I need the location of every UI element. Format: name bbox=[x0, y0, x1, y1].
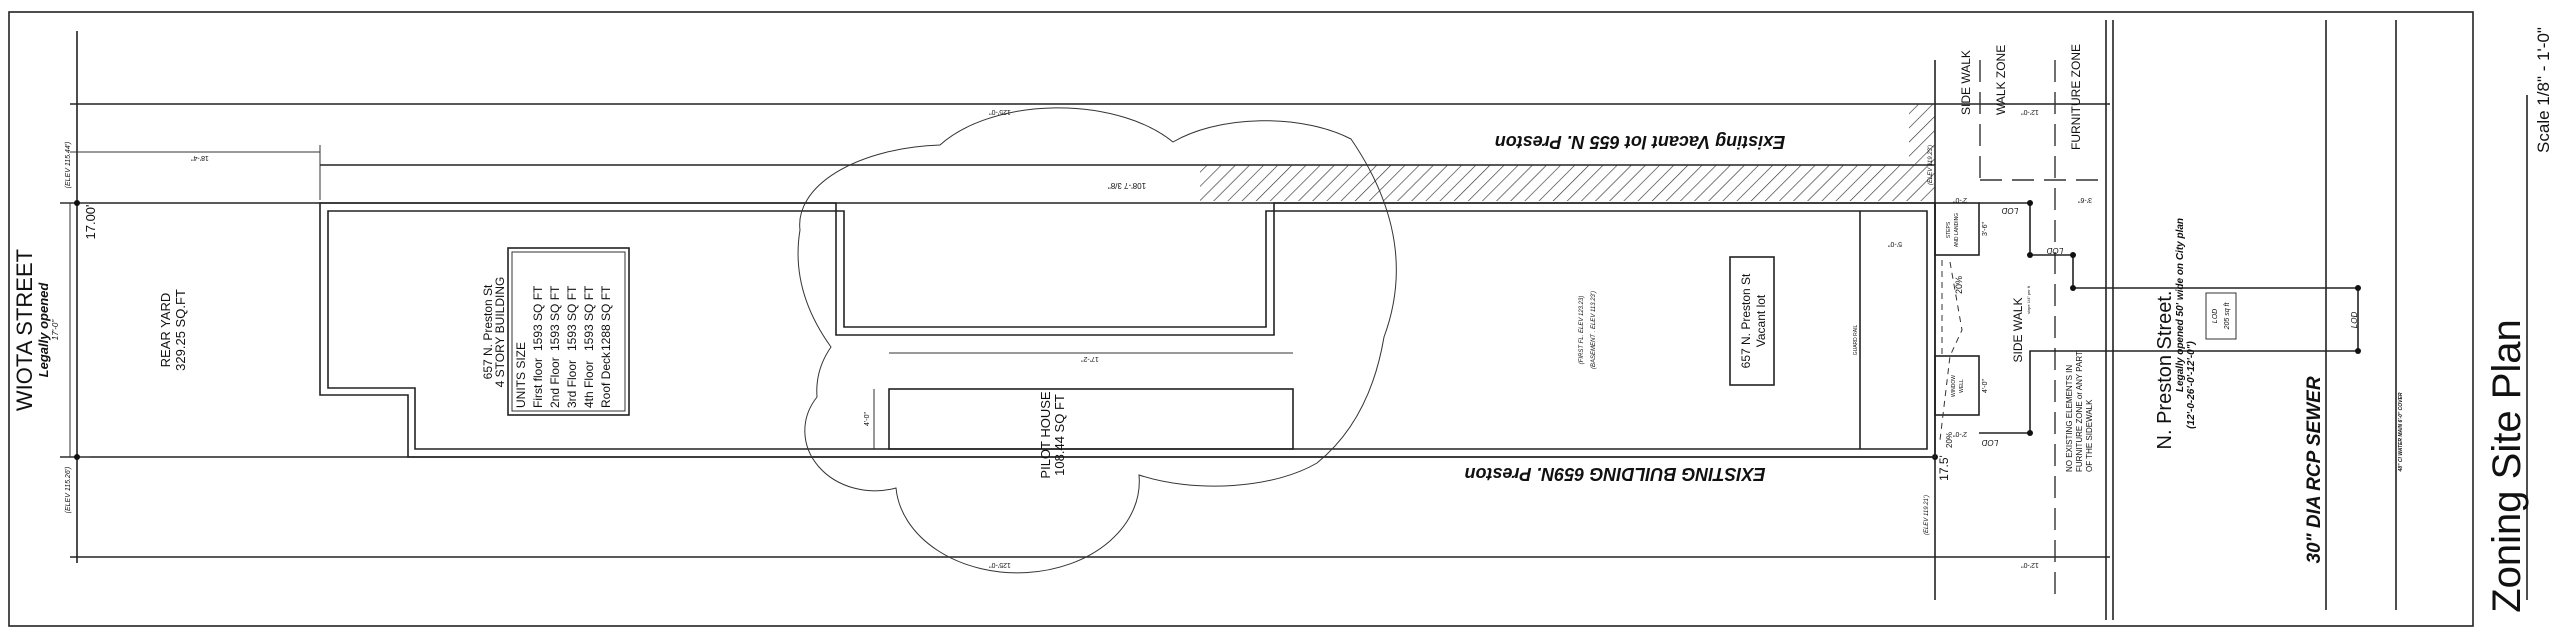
lod-label-street: LOD bbox=[2350, 312, 2359, 329]
sidewalk-note-1: NO EXISTING ELEMENTS IN bbox=[2065, 365, 2074, 472]
window-label: WINDOW bbox=[1951, 375, 1957, 397]
lot-lines bbox=[60, 20, 2397, 620]
walk-zone-label: WALK ZONE bbox=[1994, 45, 2008, 115]
steps-len-dim: 3'-6" bbox=[1982, 222, 1989, 236]
side-walk-zone-label: SIDE WALK bbox=[1959, 50, 1973, 115]
lod-label-top: LOD bbox=[2002, 206, 2019, 215]
steps-landing bbox=[1934, 202, 1980, 256]
preston-street-breakdown: (12'-0-26'-0'-12'-0") bbox=[2186, 341, 2197, 429]
unit-size: 1593 SQ FT bbox=[548, 285, 562, 351]
steps-proj-dim: 2'-0" bbox=[1953, 196, 1967, 203]
pilot-house-label: PILOT HOUSE bbox=[1038, 391, 1053, 479]
landing-label: AND LANDING bbox=[1954, 213, 1960, 247]
elev-se: (ELEV 119.21') bbox=[1924, 495, 1930, 535]
neighbor-wall-hatch-corner bbox=[1909, 104, 1935, 166]
elev-ne: (ELEV 119.23') bbox=[1928, 145, 1934, 185]
sidewalk-top-dim: 12'-0" bbox=[2021, 108, 2039, 115]
lod-box-label: LOD bbox=[2212, 309, 2219, 323]
unit-size: 1288 SQ FT bbox=[599, 285, 613, 351]
preston-street-name: N. Preston Street. bbox=[2154, 291, 2176, 450]
unit-size: 1593 SQ FT bbox=[565, 285, 579, 351]
guard-rail-label: GUARD RAIL bbox=[1853, 325, 1859, 356]
building-address: 657 N. Preston St bbox=[481, 284, 495, 379]
steps-label: STEPS bbox=[1946, 221, 1952, 238]
lot-width-left: 17.00' bbox=[83, 204, 98, 239]
wiota-street-name: WIOTA STREET bbox=[12, 249, 37, 411]
pilot-width-dim: 4'-0" bbox=[864, 412, 871, 426]
bottom-length-dim: 125'-0" bbox=[989, 561, 1011, 568]
wiota-street-width: 17'-0" bbox=[51, 319, 60, 341]
well-len-dim: 4'-0" bbox=[1982, 379, 1989, 393]
drawing-frame bbox=[8, 11, 2474, 627]
elev-sw: (ELEV 115.26') bbox=[65, 467, 72, 514]
top-length-dim: 125'-0" bbox=[989, 108, 1011, 115]
guard-offset-dim: 5'-0" bbox=[1888, 240, 1902, 247]
rear-offset-dim: 18'-4" bbox=[191, 154, 209, 161]
slope-label-2: 20% bbox=[1945, 432, 1954, 448]
furniture-zone-label: FURNITURE ZONE bbox=[2069, 44, 2083, 150]
building-footprint bbox=[319, 202, 1936, 458]
unit-floor: First floor bbox=[531, 358, 545, 408]
units-header: UNITS SIZE bbox=[514, 342, 528, 408]
building-type: 4 STORY BUILDING bbox=[493, 277, 507, 388]
lod-area-box bbox=[2205, 292, 2237, 340]
neighbor-south-label: EXISTING BUILDING 659N. Preston bbox=[1464, 464, 1765, 484]
elev-nw: (ELEV 115.44') bbox=[65, 142, 72, 189]
pilot-house-area: 108.44 SQ FT bbox=[1052, 394, 1067, 476]
sidewalk-note-3: OF THE SIDEWALK bbox=[2085, 399, 2094, 472]
units-size-table bbox=[507, 247, 630, 416]
well-label: WELL bbox=[1959, 379, 1965, 393]
lod-label-mid: LOD bbox=[2047, 246, 2064, 255]
window-well bbox=[1934, 355, 1980, 416]
unit-floor: 2nd Floor bbox=[548, 357, 562, 408]
sidewalk-slope: slope 1/4" per ft bbox=[2026, 285, 2031, 314]
ramp-lines bbox=[1939, 260, 1963, 441]
unit-floor: Roof Deck bbox=[599, 351, 613, 408]
lot-width-right: 17.5' bbox=[1937, 455, 1951, 481]
preston-street-status: Legally opened 50' wide on City plan bbox=[2175, 218, 2186, 392]
sidewalk-label: SIDE WALK bbox=[2011, 298, 2025, 363]
pilot-house bbox=[888, 388, 1294, 450]
sidewalk-zones bbox=[1979, 60, 2100, 600]
furniture-dim: 3'-6" bbox=[2078, 196, 2092, 203]
first-floor-elev: (FIRST FL. ELEV 123.23) bbox=[1579, 296, 1585, 365]
sidewalk-note-2: FURNITURE ZONE or ANY PART bbox=[2075, 351, 2084, 472]
water-main-label: 48" CI WATER MAIN 6'-0" COVER bbox=[2398, 392, 2404, 472]
basement-elev: (BASEMENT . ELEV 113.23') bbox=[1591, 291, 1597, 369]
lod-boundary bbox=[1979, 200, 2361, 436]
revision-cloud bbox=[797, 107, 1397, 574]
vacant-lot-line1: 657 N. Preston St bbox=[1739, 273, 1753, 368]
unit-size: 1593 SQ FT bbox=[582, 285, 596, 351]
neighbor-wall-hatch bbox=[1200, 165, 1935, 201]
pilot-length-dim: 17'-2" bbox=[1081, 355, 1099, 362]
building-length-dim: 108'-7 3/8" bbox=[1108, 181, 1146, 190]
units-rows: First floor 1593 SQ FT 2nd Floor 1593 SQ… bbox=[531, 285, 613, 408]
unit-size: 1593 SQ FT bbox=[531, 285, 545, 351]
rear-yard-area: 329.25 SQ.FT bbox=[173, 289, 188, 371]
well-proj-dim: 2'-0" bbox=[1953, 430, 1967, 437]
lod-label-bottom: LOD bbox=[1982, 438, 1999, 447]
neighbor-north-label: Existing Vacant lot 655 N. Preston bbox=[1495, 132, 1785, 152]
rear-yard-label: REAR YARD bbox=[158, 293, 173, 368]
unit-floor: 3rd Floor bbox=[565, 360, 579, 408]
lod-box-area: 205 sq ft bbox=[2224, 302, 2231, 331]
drawing-title: Zoning Site Plan bbox=[2485, 319, 2529, 613]
vacant-lot-box bbox=[1729, 256, 1775, 386]
drawing-scale: Scale 1/8" - 1'-0" bbox=[2534, 27, 2553, 153]
sidewalk-bottom-dim: 12'-0" bbox=[2021, 561, 2039, 568]
wiota-street-status: Legally opened bbox=[36, 282, 51, 378]
sewer-label: 30" DIA RCP SEWER bbox=[2304, 376, 2325, 563]
unit-floor: 4th Floor bbox=[582, 361, 596, 408]
slope-label: 20% bbox=[1954, 276, 1964, 294]
vacant-lot-line2: Vacant lot bbox=[1754, 294, 1768, 347]
